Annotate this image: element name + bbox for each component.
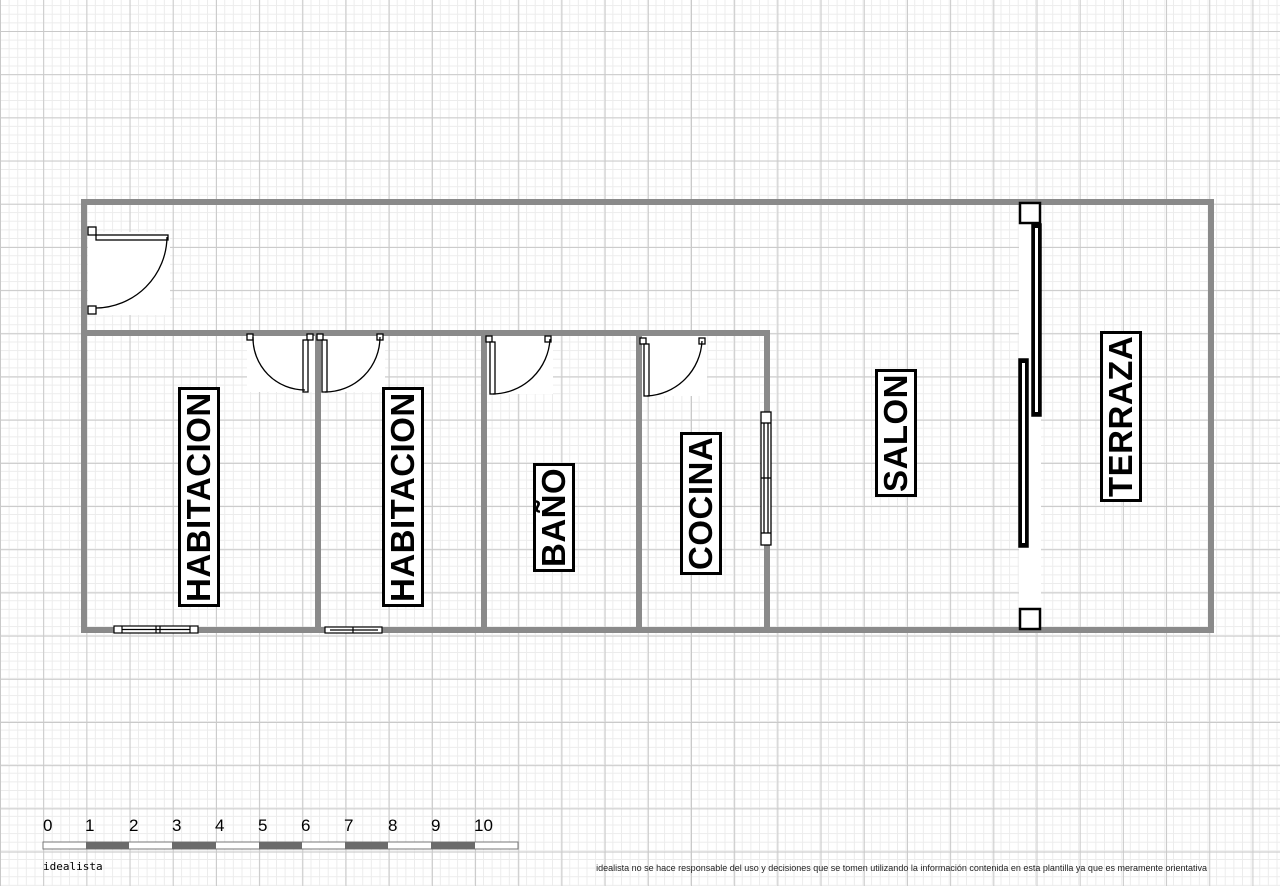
disclaimer-text: idealista no se hace responsable del uso…: [596, 863, 1207, 873]
terrace-sliding-door: [1018, 201, 1042, 631]
scale-tick-label: 3: [172, 816, 182, 835]
room-label-bano: BAÑO: [533, 462, 575, 572]
bedroom-2-window: [324, 626, 383, 634]
bedroom-1-window: [113, 625, 199, 634]
scale-bar: [42, 841, 519, 850]
kitchen-window: [760, 411, 772, 546]
scale-tick-label: 0: [43, 816, 53, 835]
scale-tick-label: 1: [85, 816, 95, 835]
room-label-cocina: COCINA: [680, 431, 722, 575]
brand-logo-text: idealista: [43, 860, 103, 873]
scale-tick-label: 8: [388, 816, 398, 835]
room-label-habitacion-2: HABITACION: [382, 387, 424, 607]
scale-tick-label: 4: [215, 816, 225, 835]
scale-tick-label: 10: [474, 816, 493, 835]
entrance-door: [87, 226, 169, 315]
scale-tick-label: 7: [344, 816, 354, 835]
room-label-salon: SALON: [875, 369, 917, 497]
outer-wall: [81, 199, 1214, 633]
kitchen-door: [639, 337, 706, 397]
bedroom-2-door: [316, 333, 384, 393]
scale-tick-label: 9: [431, 816, 441, 835]
scale-tick-label: 5: [258, 816, 268, 835]
scale-tick-label: 2: [129, 816, 139, 835]
room-label-terraza: TERRAZA: [1100, 330, 1142, 502]
walls: [81, 199, 1214, 633]
bedroom-1-door: [246, 333, 314, 393]
room-label-habitacion-1: HABITACION: [178, 387, 220, 607]
scale-tick-label: 6: [301, 816, 311, 835]
bathroom-door: [485, 335, 552, 395]
